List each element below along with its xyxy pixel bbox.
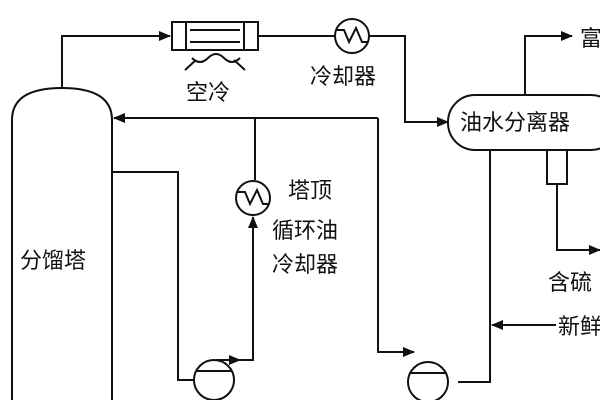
separator-label: 油水分离器 [460, 111, 570, 136]
cooler-label: 冷却器 [310, 65, 376, 90]
right-mid-out-label: 含硫 [548, 271, 592, 296]
right-top-out-label: 富 [580, 27, 600, 52]
circulating-oil-cooler-label: 冷却器 [272, 253, 338, 278]
top-circulating-oil-cooler [235, 180, 271, 216]
circulating-oil-label: 循环油 [272, 219, 338, 244]
distillation-column [11, 86, 113, 400]
pump-2-inlet-line [377, 118, 415, 357]
separator-top-outlet-line [524, 31, 573, 95]
cooler [334, 18, 370, 54]
separator-bottom-line [458, 150, 491, 383]
distillation-column-label: 分馏塔 [20, 249, 86, 274]
pump-2 [407, 361, 449, 400]
right-in-label: 新鲜 [558, 315, 600, 340]
air-cooler-label: 空冷 [186, 81, 230, 106]
column-side-draw-line [112, 171, 194, 381]
water-boot-outlet-line [556, 184, 600, 255]
pump-1-discharge-line [228, 216, 258, 361]
cooler-outlet-line [369, 35, 449, 127]
air-cooler [171, 21, 259, 71]
tower-top-label: 塔顶 [288, 179, 332, 204]
water-boot [546, 149, 568, 185]
oil-water-separator [447, 94, 600, 151]
overhead-vapor-line [61, 31, 171, 88]
pump-1 [193, 359, 235, 400]
